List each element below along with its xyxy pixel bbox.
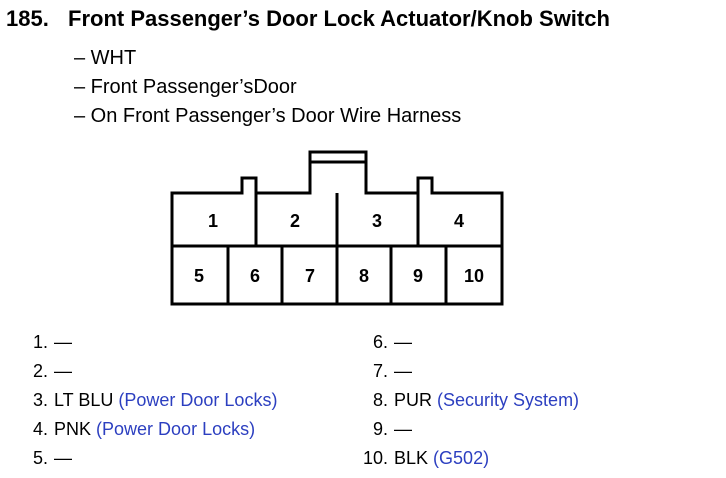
connector-name: Front Passenger’s Door Lock Actuator/Kno… (68, 6, 610, 31)
pin-number: 2. (32, 361, 48, 381)
pin-number: 5. (32, 448, 48, 468)
pin-label: 7 (305, 266, 315, 286)
wire-color: LT BLU (54, 390, 114, 410)
pin-number: 1. (32, 332, 48, 352)
pin-entry: 6. — (352, 328, 579, 357)
circuit-name: (G502) (433, 448, 490, 468)
wire-color: PUR (394, 390, 433, 410)
connector-location: – Front Passenger’sDoor (74, 76, 297, 98)
pin-label: 8 (359, 266, 369, 286)
pin-entry: 9. — (352, 415, 579, 444)
pin-number: 3. (32, 390, 48, 410)
pin-list-left: 1. — 2. — 3. LT BLU (Power Door Locks) 4. PN… (12, 328, 277, 473)
pin-entry: 4. PNK (Power Door Locks) (12, 415, 277, 444)
pin-label: 1 (208, 211, 218, 231)
circuit-name: (Security System) (437, 390, 580, 410)
pin-entry: 1. — (12, 328, 277, 357)
wire-color: — (394, 332, 412, 352)
pin-label: 2 (290, 211, 300, 231)
connector-color: – WHT (74, 47, 137, 69)
pin-label: 4 (454, 211, 464, 231)
pin-entry: 2. — (12, 357, 277, 386)
pin-label: 6 (250, 266, 260, 286)
pin-label: 3 (372, 211, 382, 231)
pin-number: 10. (362, 448, 388, 468)
pin-number: 9. (372, 419, 388, 439)
pin-entry: 7. — (352, 357, 579, 386)
pin-number: 7. (372, 361, 388, 381)
wire-color: — (54, 448, 72, 468)
circuit-name: (Power Door Locks) (118, 390, 278, 410)
pin-entry: 5. — (12, 444, 277, 473)
pin-label: 5 (194, 266, 204, 286)
wire-color: — (394, 361, 412, 381)
wire-color: PNK (54, 419, 92, 439)
circuit-name: (Power Door Locks) (96, 419, 256, 439)
pin-entry: 10. BLK (G502) (352, 444, 579, 473)
pin-label: 10 (464, 266, 484, 286)
pin-list-right: 6. — 7. — 8. PUR (Security System) 9. — 10. B… (352, 328, 579, 473)
pin-entry: 3. LT BLU (Power Door Locks) (12, 386, 277, 415)
pin-number: 4. (32, 419, 48, 439)
connector-harness: – On Front Passenger’s Door Wire Harness (74, 105, 462, 127)
connector-number: 185. (6, 6, 49, 31)
wire-color: — (394, 419, 412, 439)
pin-number: 6. (372, 332, 388, 352)
pin-label: 9 (413, 266, 423, 286)
pin-entry: 8. PUR (Security System) (352, 386, 579, 415)
wire-color: — (54, 332, 72, 352)
wire-color: — (54, 361, 72, 381)
pin-number: 8. (372, 390, 388, 410)
connector-details: – WHT – Front Passenger’sDoor – On Front… (74, 44, 461, 131)
connector-shell (170, 150, 504, 306)
connector-title: 185. Front Passenger’s Door Lock Actuator… (6, 6, 610, 32)
wire-color: BLK (394, 448, 429, 468)
